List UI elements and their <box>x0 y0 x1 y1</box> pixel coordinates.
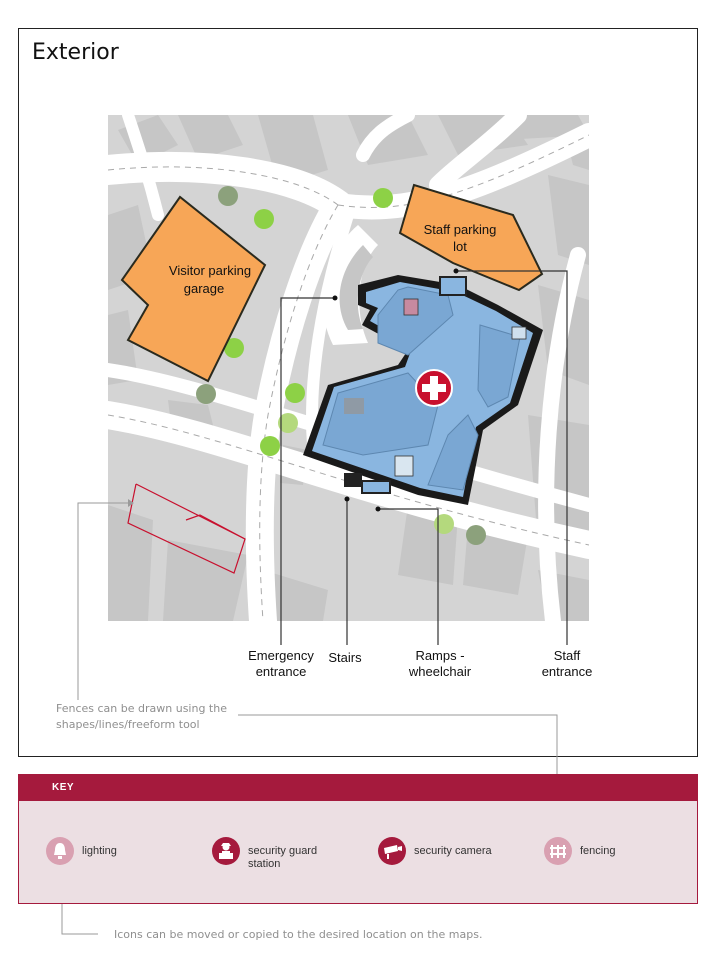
staff-entrance-leader <box>456 270 568 645</box>
stairs-block <box>344 473 362 487</box>
staff-parking-lot <box>398 183 544 292</box>
ramps-leader <box>378 508 439 645</box>
fencing-icon[interactable] <box>544 837 572 865</box>
key-label-security-guard-station: security guard station <box>248 845 318 870</box>
visitor-parking-label-1: Visitor parking <box>169 263 251 278</box>
key-label-fencing: fencing <box>580 845 616 857</box>
fences-note-leader <box>77 502 128 700</box>
key-panel: KEY lighting security guard station <box>18 774 698 904</box>
ramps-wheelchair-label: Ramps - wheelchair <box>408 648 472 679</box>
site-map: Visitor parking garage Staff parking lot <box>108 115 589 621</box>
key-label-lighting: lighting <box>82 845 117 857</box>
ramp-block <box>361 480 391 494</box>
red-cross-icon <box>415 369 453 407</box>
key-header: KEY <box>19 775 697 801</box>
visitor-parking-garage <box>120 195 267 383</box>
emergency-entrance-label: Emergency entrance <box>248 648 314 679</box>
staff-parking-label-1: Staff parking <box>424 222 497 237</box>
visitor-parking-label-2: garage <box>184 281 224 296</box>
fences-note: Fences can be drawn using the shapes/lin… <box>56 702 227 731</box>
emergency-leader <box>280 297 335 645</box>
page-title: Exterior <box>32 40 119 65</box>
key-title: KEY <box>52 782 75 793</box>
key-label-security-camera: security camera <box>414 845 492 857</box>
road-centerlines <box>108 134 589 621</box>
icons-note: Icons can be moved or copied to the desi… <box>114 928 483 941</box>
trees <box>196 186 486 545</box>
fence-drawing <box>127 483 246 574</box>
security-guard-station-icon[interactable] <box>212 837 240 865</box>
lighting-icon[interactable] <box>46 837 74 865</box>
stairs-label: Stairs <box>328 650 362 665</box>
staff-parking-label-2: lot <box>453 239 467 254</box>
security-camera-icon[interactable] <box>378 837 406 865</box>
staff-entrance-label: Staff entrance <box>541 648 593 679</box>
